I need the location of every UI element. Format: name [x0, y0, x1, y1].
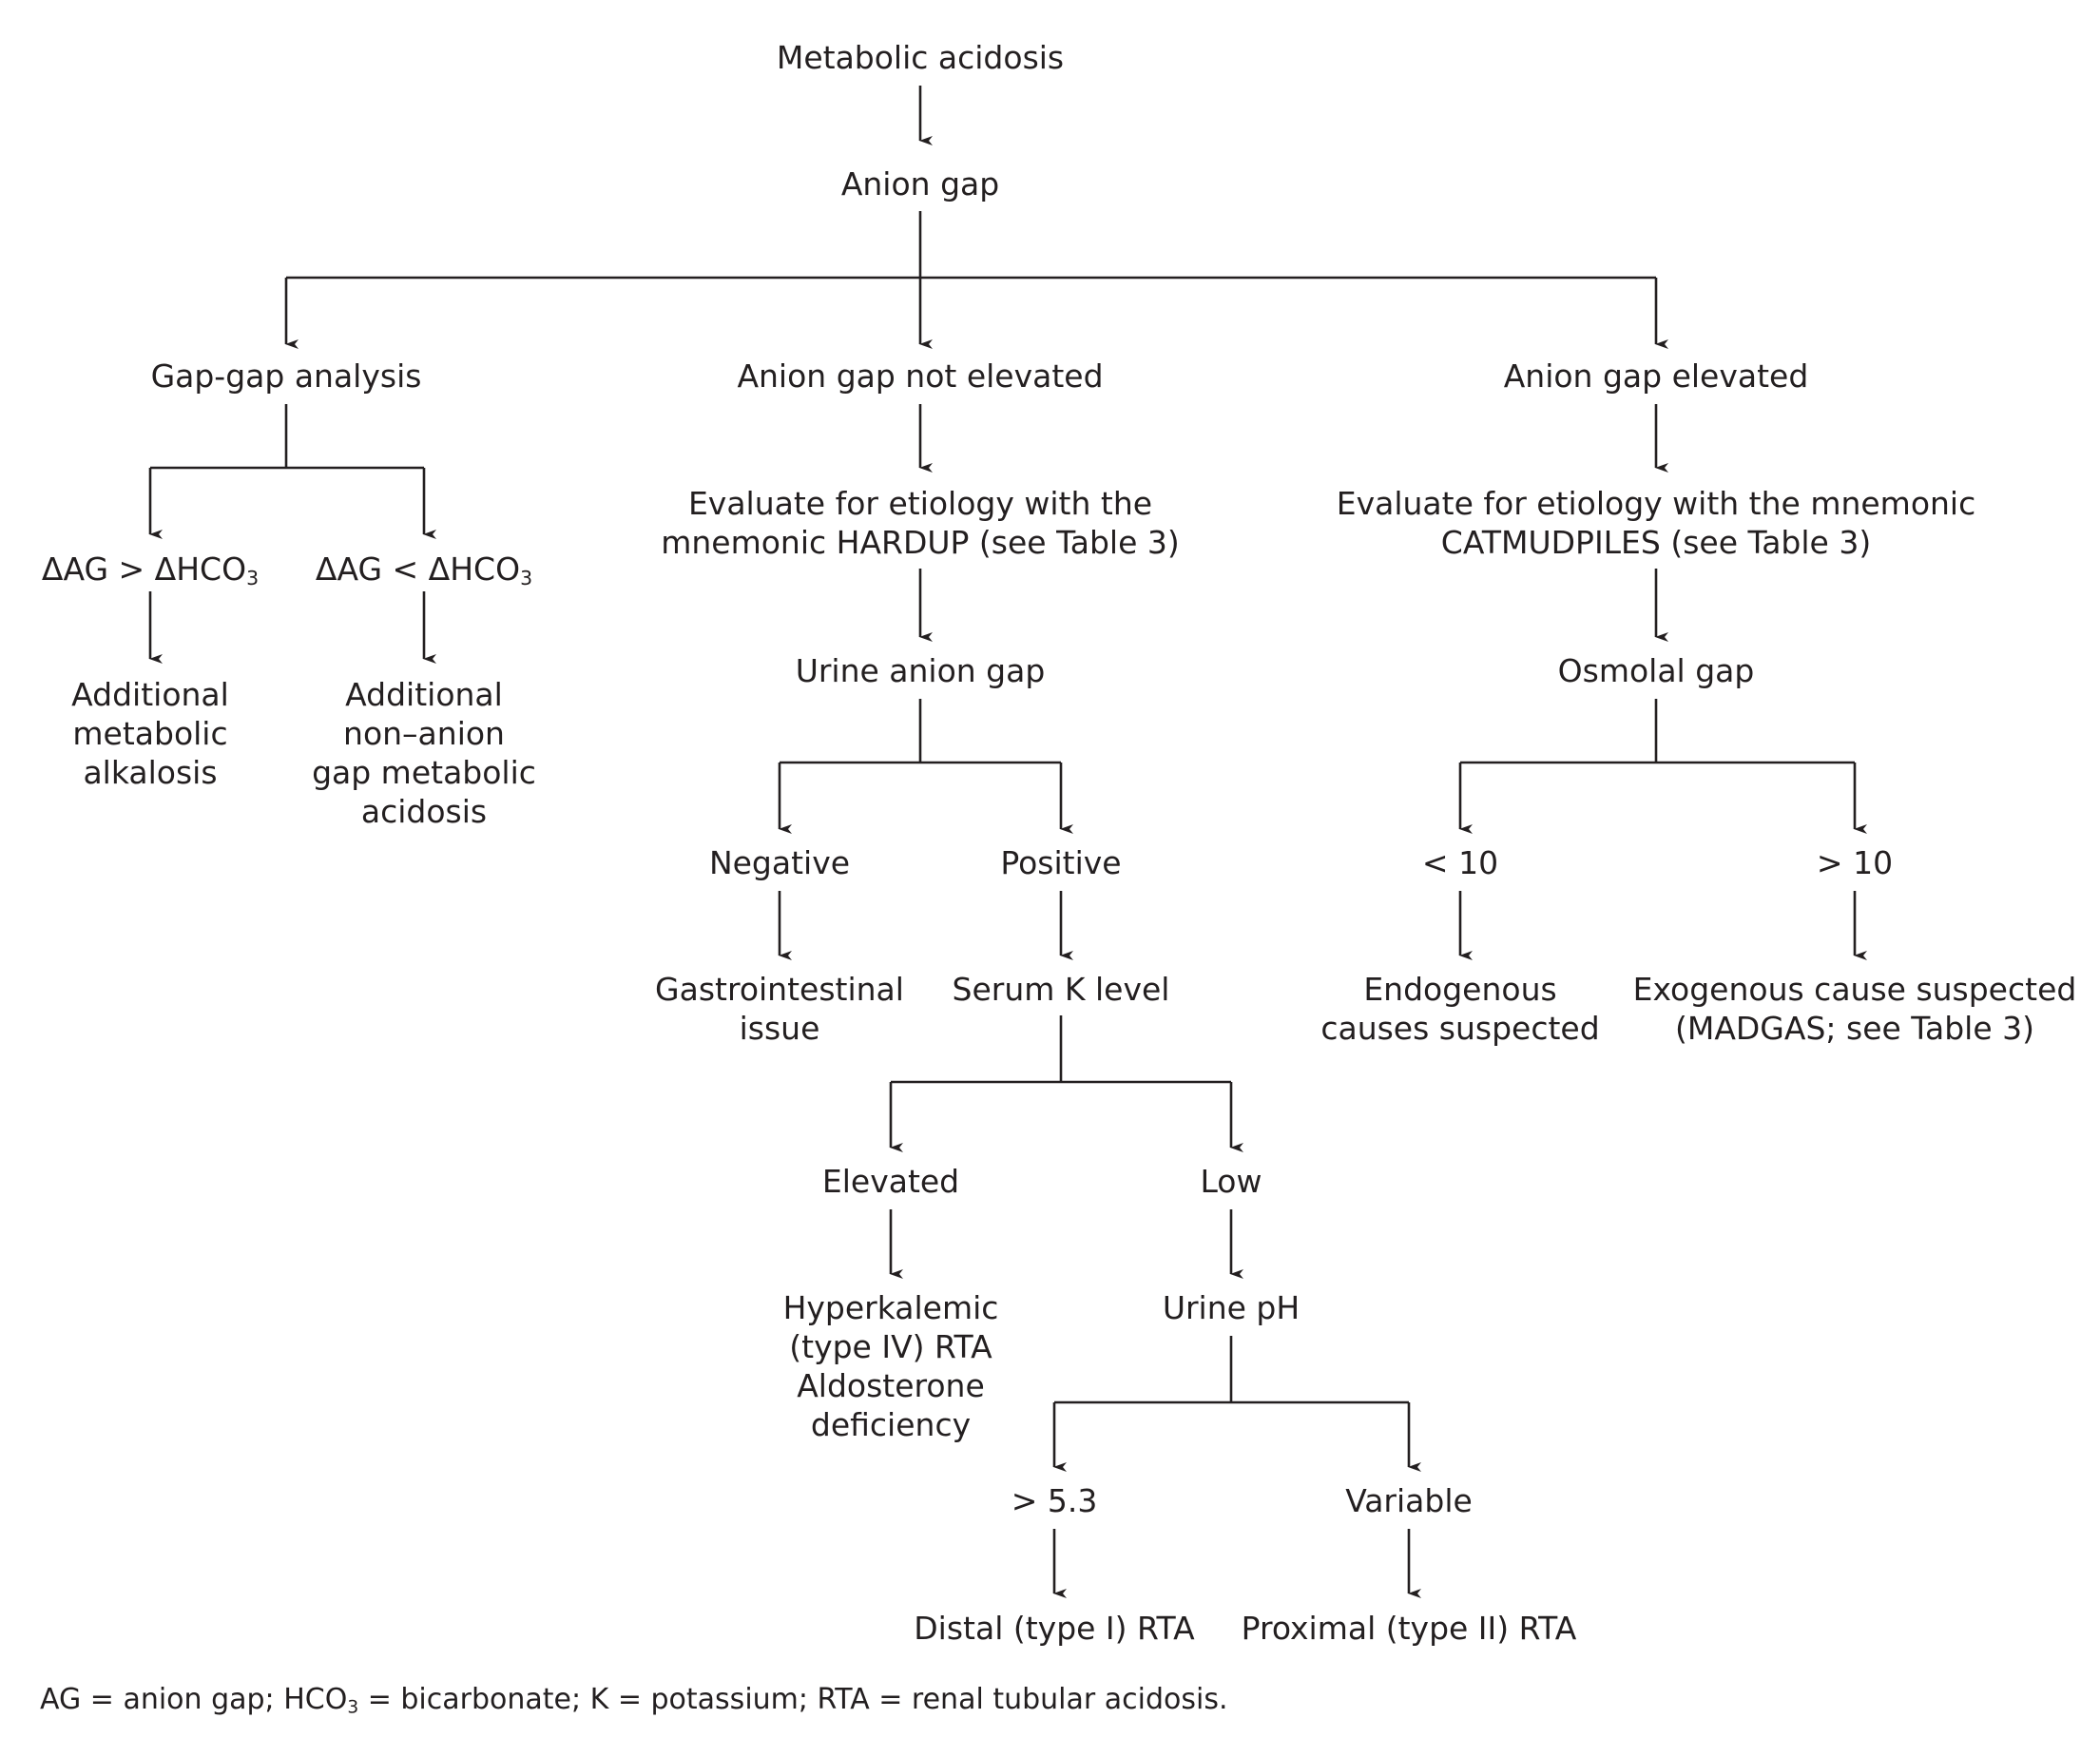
node-label-line: gap metabolic — [312, 754, 536, 791]
node-label-line: Additional — [71, 676, 229, 713]
delta-ag-greater-sub: 3 — [246, 567, 260, 590]
node-elevated: Elevated — [822, 1162, 959, 1201]
node-proximal-rta: Proximal (type II) RTA — [1242, 1609, 1577, 1648]
node-label-line: Exogenous cause suspected — [1632, 971, 2077, 1008]
node-label-line: Anion gap not elevated — [737, 357, 1104, 395]
footnote-suffix: = bicarbonate; K = potassium; RTA = rena… — [358, 1683, 1228, 1716]
node-serum-k-level: Serum K level — [953, 970, 1170, 1009]
node-label-line: Metabolic acidosis — [776, 39, 1065, 76]
node-anion-gap: Anion gap — [841, 164, 999, 203]
node-label-line: Positive — [1000, 844, 1122, 881]
node-gt-10: > 10 — [1817, 843, 1893, 882]
node-label-line: Variable — [1345, 1482, 1473, 1519]
node-label-line: < 10 — [1421, 844, 1499, 881]
footnote: AG = anion gap; HCO3 = bicarbonate; K = … — [40, 1683, 1227, 1716]
footnote-sub: 3 — [347, 1697, 359, 1718]
node-label-line: Aldosterone — [797, 1367, 985, 1404]
node-label-line: deficiency — [810, 1406, 972, 1443]
node-label-line: Endogenous — [1363, 971, 1557, 1008]
node-label-line: Low — [1200, 1163, 1262, 1200]
node-label-line: Urine anion gap — [795, 652, 1046, 689]
node-label-line: Evaluate for etiology with the mnemonic — [1336, 485, 1976, 522]
node-metabolic-acidosis: Metabolic acidosis — [777, 38, 1064, 77]
node-label-line: CATMUDPILES (see Table 3) — [1440, 524, 1872, 561]
node-label-line: Distal (type I) RTA — [914, 1610, 1195, 1647]
node-osmolal-gap: Osmolal gap — [1558, 651, 1755, 690]
node-lt-10: < 10 — [1422, 843, 1498, 882]
delta-ag-less-sub: 3 — [520, 567, 533, 590]
node-label-line: Osmolal gap — [1557, 652, 1755, 689]
node-label-line: non–anion — [343, 715, 505, 752]
node-distal-rta: Distal (type I) RTA — [914, 1609, 1194, 1648]
node-label-line: alkalosis — [83, 754, 218, 791]
delta-ag-less-text: ΔAG < ΔHCO — [315, 550, 521, 588]
node-label-line: Gastrointestinal — [655, 971, 904, 1008]
node-delta-ag-less: ΔAG < ΔHCO3 — [316, 550, 532, 589]
node-label-line: Anion gap elevated — [1503, 357, 1809, 395]
node-urine-anion-gap: Urine anion gap — [796, 651, 1046, 690]
node-low: Low — [1201, 1162, 1262, 1201]
footnote-prefix: AG = anion gap; HCO — [40, 1683, 348, 1716]
node-positive: Positive — [1000, 843, 1121, 882]
node-anion-gap-elevated: Anion gap elevated — [1504, 357, 1809, 396]
node-delta-ag-greater: ΔAG > ΔHCO3 — [42, 550, 259, 589]
node-label-line: (type IV) RTA — [789, 1328, 992, 1365]
node-variable: Variable — [1345, 1481, 1473, 1520]
node-label-line: mnemonic HARDUP (see Table 3) — [661, 524, 1180, 561]
node-gap-gap-analysis: Gap-gap analysis — [151, 357, 422, 396]
node-anion-gap-not-elevated: Anion gap not elevated — [737, 357, 1103, 396]
node-urine-ph: Urine pH — [1163, 1288, 1300, 1327]
node-label-line: (MADGAS; see Table 3) — [1674, 1010, 2035, 1047]
node-label-line: > 10 — [1816, 844, 1894, 881]
node-label-line: Serum K level — [952, 971, 1170, 1008]
node-label-line: causes suspected — [1320, 1010, 1600, 1047]
node-label-line: Anion gap — [840, 165, 1000, 203]
node-label-line: acidosis — [360, 793, 488, 830]
node-label-line: Evaluate for etiology with the — [687, 485, 1153, 522]
node-exogenous-cause: Exogenous cause suspected(MADGAS; see Ta… — [1633, 970, 2077, 1048]
node-negative: Negative — [709, 843, 850, 882]
node-label-line: Gap-gap analysis — [150, 357, 422, 395]
node-label-line: Additional — [345, 676, 503, 713]
node-label-line: Urine pH — [1162, 1289, 1300, 1326]
delta-ag-greater-text: ΔAG > ΔHCO — [41, 550, 247, 588]
node-gt-5-3: > 5.3 — [1011, 1481, 1098, 1520]
node-label-line: Hyperkalemic — [782, 1289, 999, 1326]
node-label-line: Proximal (type II) RTA — [1241, 1610, 1577, 1647]
node-label-line: > 5.3 — [1011, 1482, 1098, 1519]
node-label-line: issue — [739, 1010, 820, 1047]
node-label-line: Negative — [708, 844, 851, 881]
node-label-line: metabolic — [72, 715, 228, 752]
node-label-line: Elevated — [821, 1163, 960, 1200]
